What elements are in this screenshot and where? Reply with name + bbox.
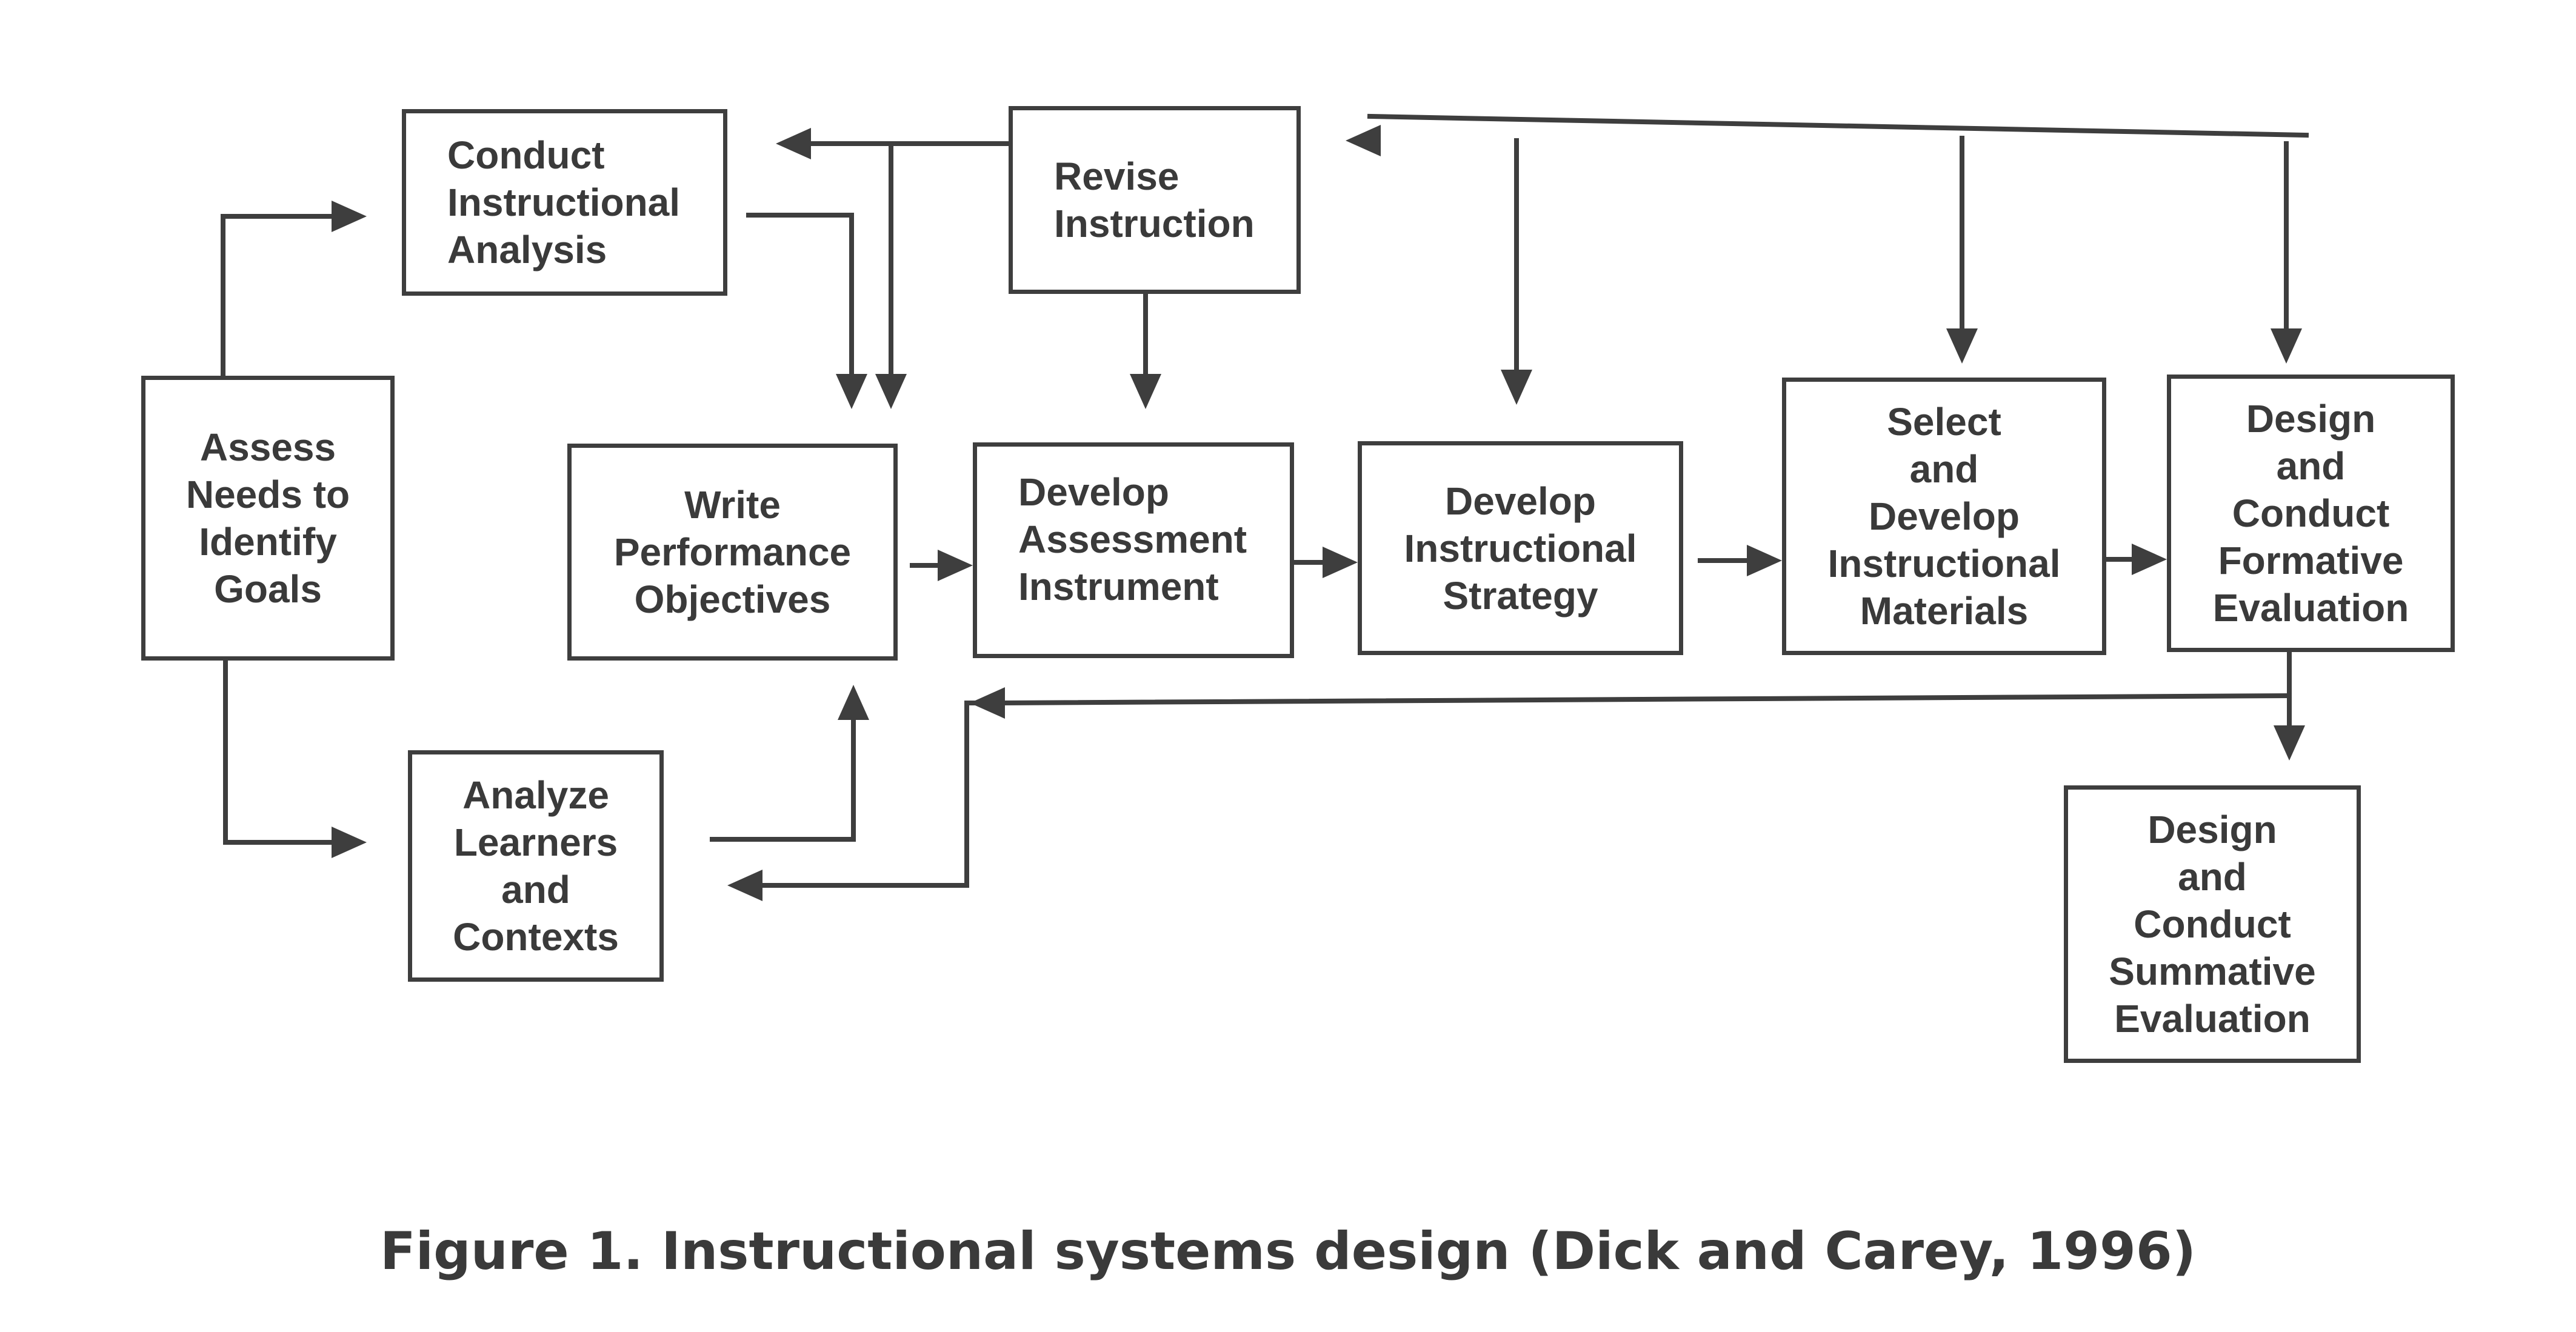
node-label-line: Materials [1860,589,2029,633]
edge-analyze-to-write-arrowhead [838,685,869,720]
node-label-line: Develop [1018,470,1169,514]
node-label-line: Evaluation [2212,586,2409,630]
edge-revise-to-assessment-arrowhead [1130,374,1161,409]
edge-analyze-to-write [710,707,856,842]
edge-write-to-assessment-arrowhead [938,550,973,581]
node-label-line: Contexts [453,915,619,959]
node-label-line: and [501,868,570,911]
node-label-line: Develop [1445,479,1596,523]
node-label-line: Write [684,483,781,527]
edge-revise-to-conduct-arrowhead [776,128,811,159]
edge-formative-to-analyze [749,693,2292,888]
node-label-line: and [1909,447,1979,491]
node-label-line: Learners [453,821,618,864]
edge-feedback-main [1367,113,2309,138]
node-label-line: Goals [214,567,322,611]
node-label-line: Assess [199,425,336,469]
edge-feedback-to-strategy-arrowhead [1501,370,1532,405]
node-label-line: Conduct [447,133,605,177]
edge-assess-to-analyze [223,658,345,845]
figure-caption: Figure 1. Instructional systems design (… [379,1221,2197,1282]
node-label-line: Revise [1054,155,1180,198]
node-label-line: Design [2147,808,2277,851]
edge-assessment-to-strategy-arrowhead [1323,547,1358,578]
node-label-line: and [2276,444,2346,488]
node-label-line: Assessment [1018,518,1247,561]
edge-conduct-to-write [746,213,854,387]
node-label-line: Formative [2218,539,2404,582]
edge-select-to-formative-arrowhead [2132,544,2167,575]
node-label-line: Select [1887,400,2001,444]
node-label-line: Instrument [1018,565,1219,608]
node-label-line: Develop [1869,495,2020,538]
edge-formative-to-analyze-arrowhead [727,870,762,901]
edge-strategy-to-select-arrowhead [1747,545,1782,576]
node-label-line: Strategy [1443,573,1598,618]
edge-feedback-to-select-arrowhead [1946,328,1978,364]
edge-revise-to-write-arrowhead [875,374,907,409]
edge-assess-to-analyze-arrowhead [332,827,367,858]
node-label-line: Instructional [447,181,681,224]
node-label-line: Objectives [634,578,831,621]
edge-assess-to-conduct-arrowhead [332,201,367,232]
edge-feedback-main-arrowhead [1346,125,1381,156]
node-label-line: Analysis [447,228,607,271]
node-label-line: Design [2246,397,2376,441]
node-label-line: Analyze [462,773,609,817]
node-label-line: Needs to [185,473,350,516]
node-label-line: Performance [613,530,852,574]
node-label-line: and [2178,855,2247,899]
node-label-line: Instructional [1827,542,2061,585]
edge-assess-to-conduct [221,214,345,378]
edge-conduct-to-write-arrowhead [836,374,867,409]
node-label-line: Identify [199,520,337,564]
edge-feedback-arrow-stub-arrowhead [970,687,1005,719]
node-label-line: Conduct [2134,902,2291,946]
edge-feedback-to-formative-arrowhead [2271,328,2302,364]
node-label-line: Conduct [2232,491,2390,535]
node-label-line: Instruction [1054,202,1255,245]
node-label-line: Summative [2109,950,2316,993]
edge-formative-to-summative-arrowhead [2274,725,2305,761]
node-label-line: Evaluation [2114,997,2311,1041]
node-label-line: Instructional [1404,526,1637,570]
